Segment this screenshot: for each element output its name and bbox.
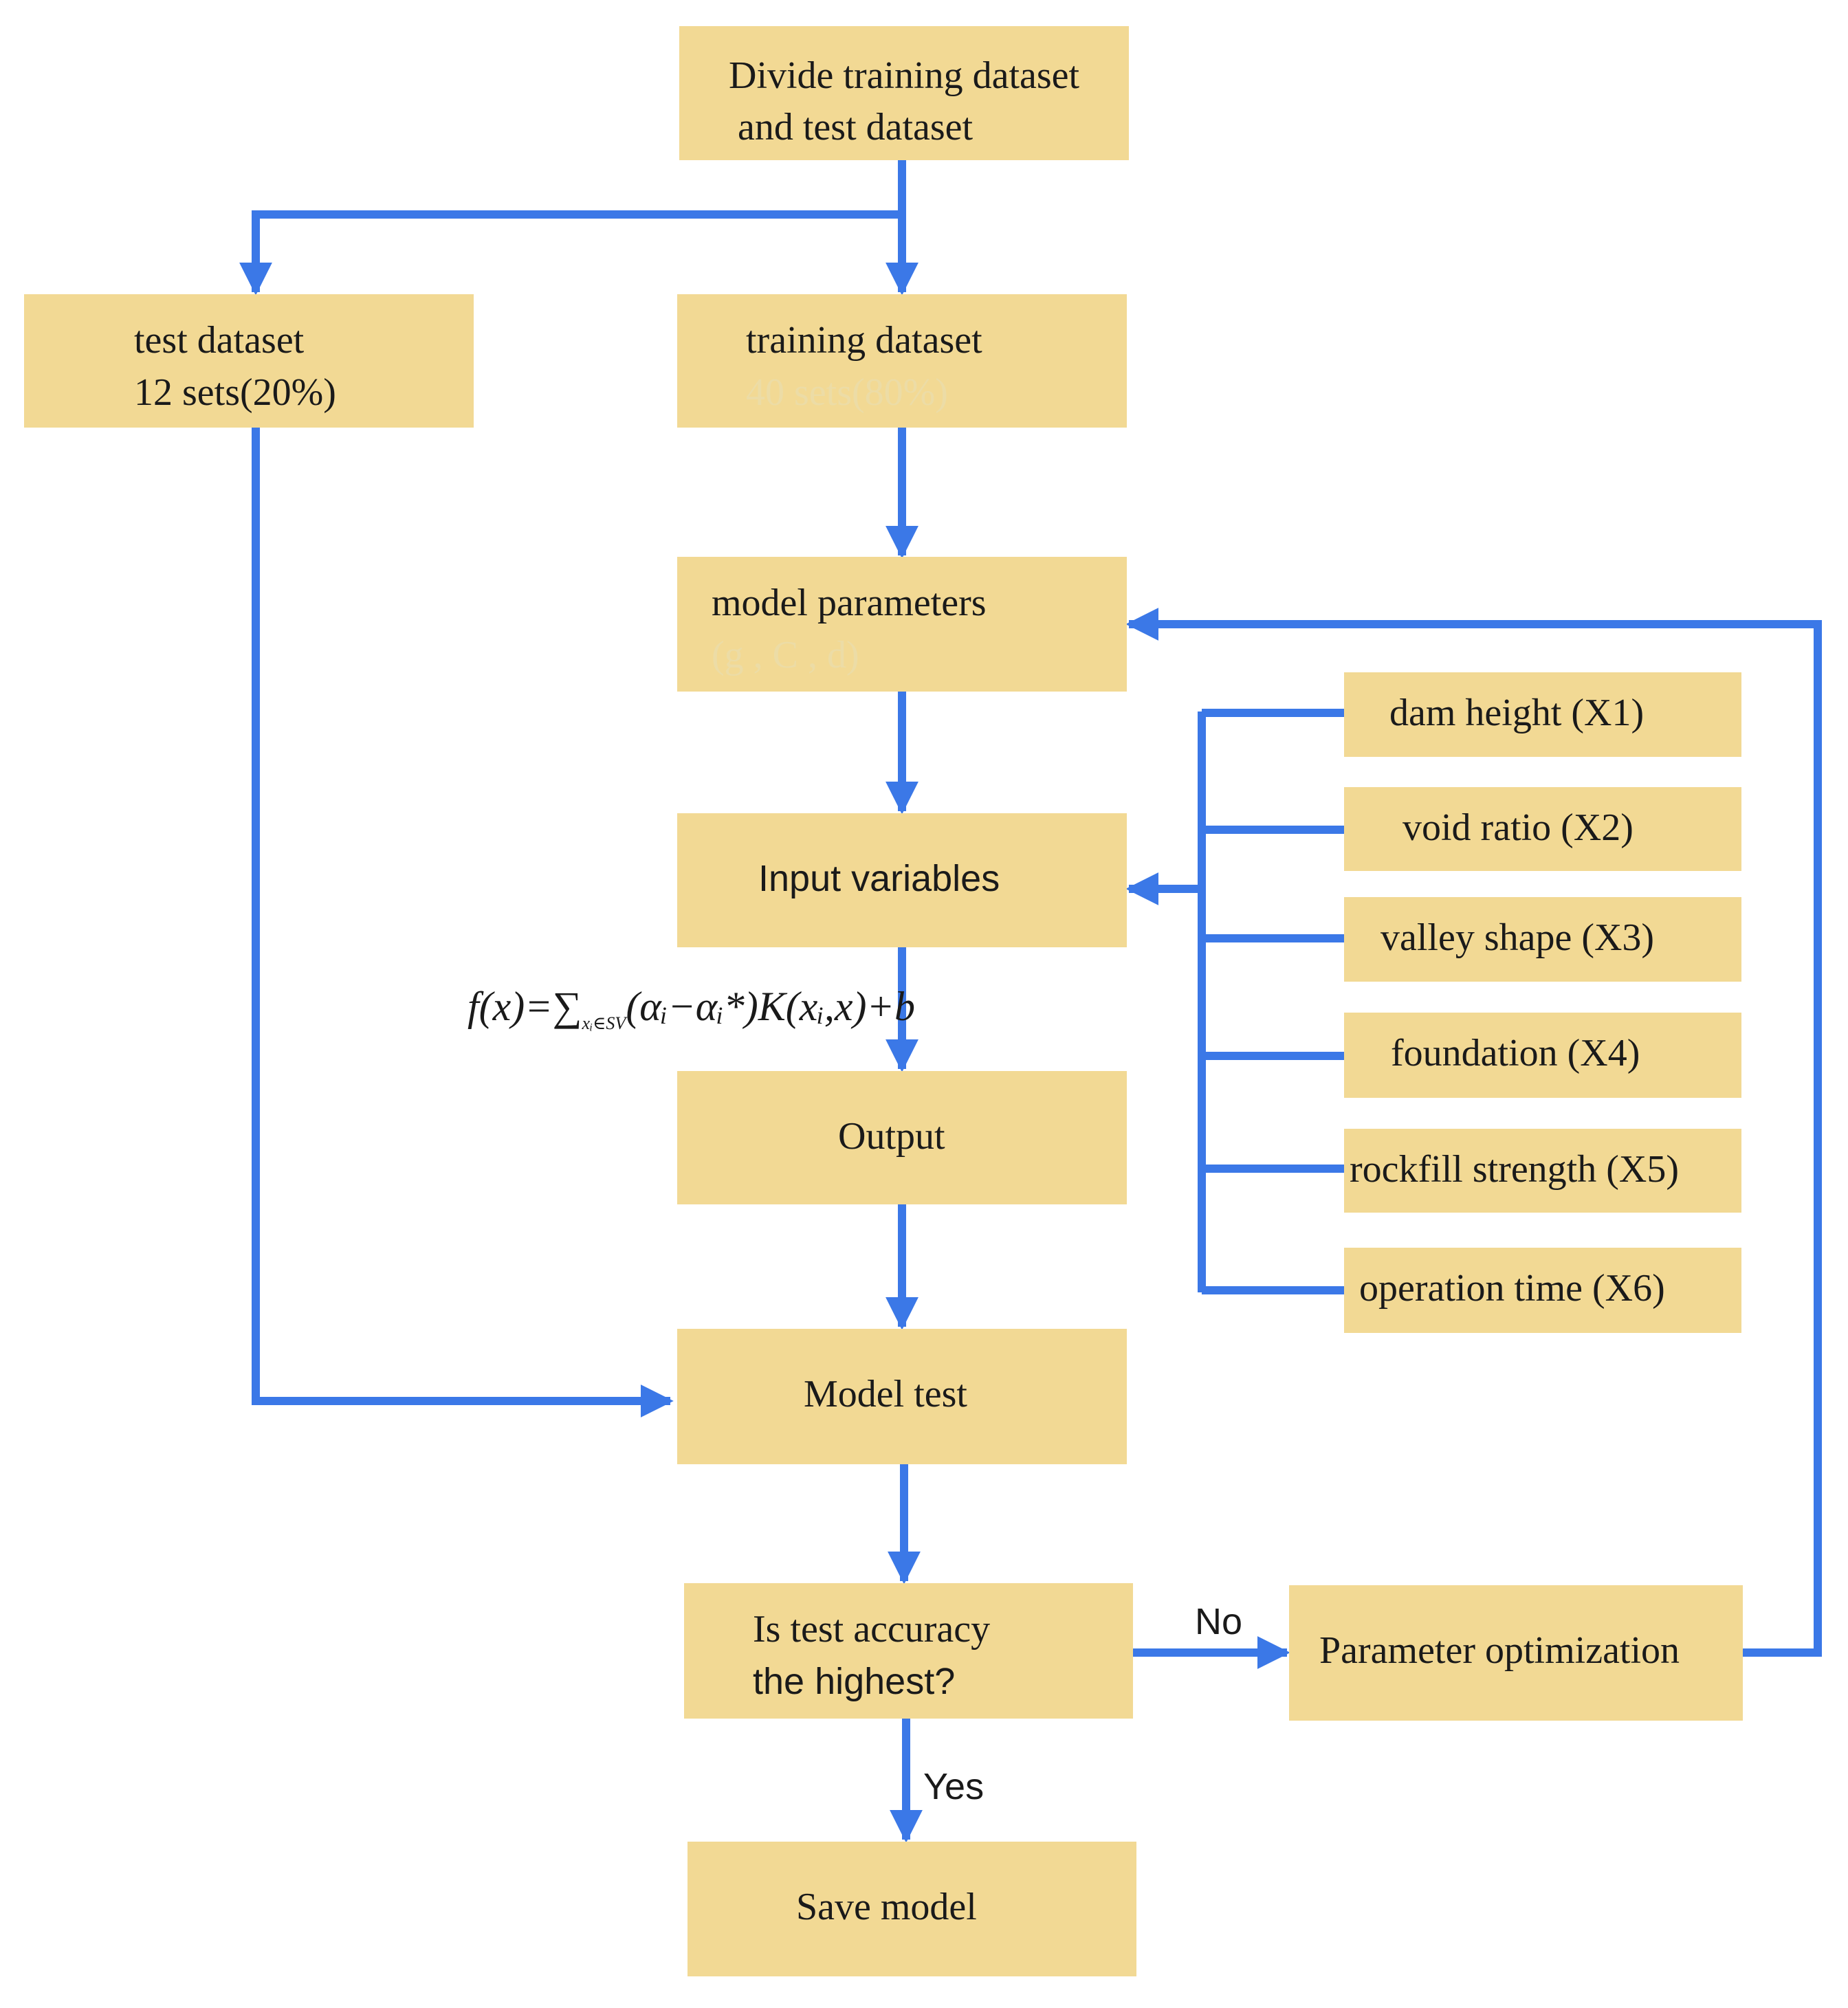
input-variables-label: Input variables <box>758 858 1000 899</box>
test-dataset-box: test dataset 12 sets(20%) <box>24 294 474 428</box>
variable-box-x6: operation time (X6) <box>1344 1248 1741 1333</box>
decision-line-1: Is test accuracy <box>753 1608 991 1651</box>
training-dataset-box: training dataset 40 sets(80%) <box>677 294 1127 428</box>
test-dataset-count: 12 sets(20%) <box>134 371 336 414</box>
divide-dataset-box: Divide training dataset and test dataset <box>679 26 1129 160</box>
save-model-box: Save model <box>688 1842 1136 1976</box>
model-parameters-box: model parameters (g , C , d) <box>677 557 1127 692</box>
variable-label: rockfill strength (X5) <box>1350 1148 1679 1191</box>
arrow-test-to-modeltest <box>252 428 674 1417</box>
model-parameters-symbols: (g , C , d) <box>712 634 859 676</box>
svr-regression-formula: f(x)=∑xᵢ∈SV(αᵢ−αᵢ*)K(xᵢ,x)+b <box>468 983 915 1034</box>
variable-box-x2: void ratio (X2) <box>1344 787 1741 871</box>
divide-line-2: and test dataset <box>738 106 974 148</box>
output-box: Output <box>677 1071 1127 1204</box>
test-dataset-title: test dataset <box>134 319 305 362</box>
model-test-label: Model test <box>804 1373 967 1415</box>
decision-line-2: the highest? <box>753 1661 956 1702</box>
variable-box-x3: valley shape (X3) <box>1344 897 1741 982</box>
arrow-divide-to-test <box>239 210 902 296</box>
variable-label: void ratio (X2) <box>1402 806 1634 849</box>
parameter-optimization-box: Parameter optimization <box>1289 1585 1743 1721</box>
model-parameters-title: model parameters <box>712 582 987 624</box>
edge-label-yes: Yes <box>923 1766 984 1807</box>
save-model-label: Save model <box>796 1886 977 1928</box>
decision-box: Is test accuracy the highest? <box>684 1583 1133 1719</box>
formula-subscript: xᵢ∈SV <box>582 1013 626 1033</box>
model-test-box: Model test <box>677 1329 1127 1464</box>
edge-label-no: No <box>1195 1601 1243 1642</box>
formula-lhs: f(x)=∑ <box>468 984 582 1029</box>
variable-box-x1: dam height (X1) <box>1344 672 1741 757</box>
divide-line-1: Divide training dataset <box>729 54 1080 97</box>
variable-label: operation time (X6) <box>1359 1267 1665 1310</box>
formula-rhs: (αᵢ−αᵢ*)K(xᵢ,x)+b <box>626 984 915 1029</box>
variable-label: valley shape (X3) <box>1380 916 1655 959</box>
variable-box-x4: foundation (X4) <box>1344 1013 1741 1098</box>
input-variables-box: Input variables <box>677 813 1127 947</box>
variable-label: foundation (X4) <box>1391 1032 1640 1074</box>
training-dataset-title: training dataset <box>746 319 982 362</box>
variable-label: dam height (X1) <box>1389 692 1644 734</box>
output-label: Output <box>838 1115 945 1158</box>
arrow-optimization-to-parameters <box>1125 608 1822 1657</box>
variable-box-x5: rockfill strength (X5) <box>1344 1129 1741 1213</box>
training-dataset-count: 40 sets(80%) <box>746 371 948 414</box>
parameter-optimization-label: Parameter optimization <box>1319 1629 1680 1672</box>
